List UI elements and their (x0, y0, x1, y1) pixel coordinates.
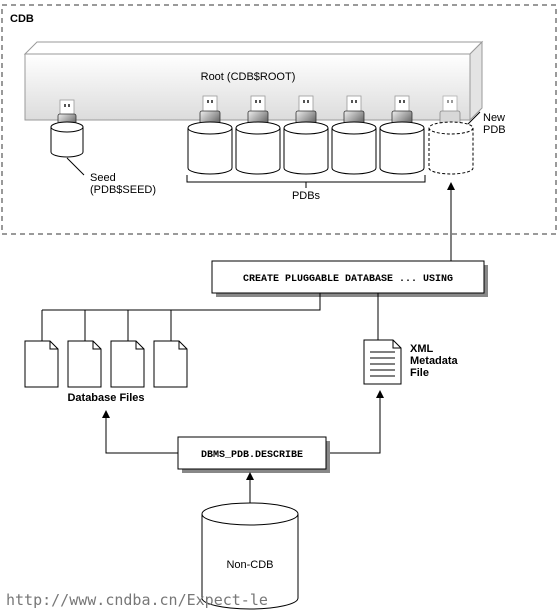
files-arrow (102, 410, 178, 454)
pdb-3 (283, 95, 329, 175)
root-label: Root (CDB$ROOT) (201, 71, 296, 83)
non-cdb-label: Non-CDB (226, 559, 273, 571)
xml-label-line3: File (410, 367, 429, 379)
pdb-1 (187, 95, 233, 175)
pdb-2 (235, 95, 281, 175)
new-pdb-cylinder (428, 121, 474, 175)
pdbs-label: PDBs (292, 190, 321, 202)
watermark-url: http://www.cndba.cn/Expect-le (6, 591, 268, 609)
pdb-cylinder (187, 121, 233, 175)
pdb-cylinder (283, 121, 329, 175)
database-file-icon-1 (24, 310, 59, 388)
pdb-cylinder (379, 121, 425, 175)
database-file-icon-2 (67, 310, 102, 388)
xml-arrow (330, 390, 384, 454)
describe-box: DBMS_PDB.DESCRIBE (177, 436, 330, 473)
seed-label-line1: Seed (90, 172, 116, 184)
pdbs-brace: PDBs (186, 175, 426, 202)
cdb-title: CDB (10, 13, 34, 25)
seed-pdb: Seed (PDB$SEED) (50, 99, 156, 196)
create-statement: CREATE PLUGGABLE DATABASE ... USING (243, 274, 453, 285)
non-cdb-cylinder: Non-CDB (201, 502, 299, 610)
new-pdb-label-line1: New (483, 112, 505, 124)
pdb-group (187, 95, 425, 175)
xml-label-line1: XML (410, 343, 434, 355)
new-pdb-label-line2: PDB (483, 124, 506, 136)
new-pdb: New PDB (428, 95, 506, 175)
database-files (24, 310, 188, 388)
database-file-icon-3 (110, 310, 145, 388)
database-file-icon-4 (153, 310, 188, 388)
database-files-label: Database Files (67, 392, 144, 404)
seed-cylinder (50, 121, 84, 158)
create-statement-box: CREATE PLUGGABLE DATABASE ... USING (211, 260, 488, 297)
seed-label-line2: (PDB$SEED) (90, 184, 156, 196)
files-connector (42, 293, 321, 311)
pdb-5 (379, 95, 425, 175)
pdb-cylinder (235, 121, 281, 175)
pdb-4 (331, 95, 377, 175)
xml-metadata-file: XML Metadata File (363, 339, 459, 385)
xml-label-line2: Metadata (410, 355, 459, 367)
pdb-cylinder (331, 121, 377, 175)
describe-statement: DBMS_PDB.DESCRIBE (201, 450, 303, 461)
